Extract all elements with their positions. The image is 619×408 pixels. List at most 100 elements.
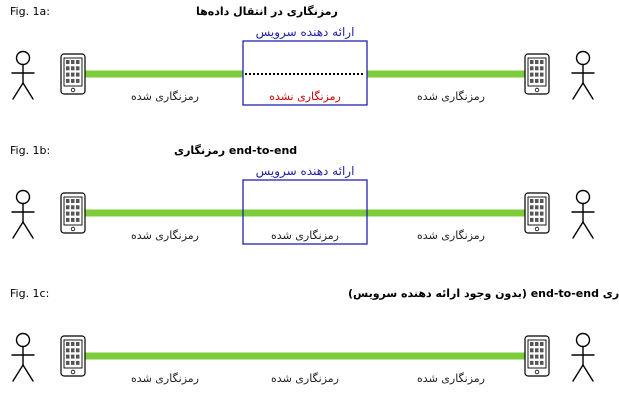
phone-app-tile bbox=[66, 78, 70, 83]
phone-app-tile bbox=[76, 354, 80, 359]
phone-app-tile bbox=[71, 78, 75, 83]
phone-app-tile bbox=[76, 211, 80, 216]
encrypted-segment-label: رمزنگاری شده bbox=[131, 372, 199, 385]
phone-app-tile bbox=[530, 217, 534, 222]
service-provider-label: ارائه دهنده سرویس bbox=[256, 25, 355, 40]
phone-app-tile bbox=[540, 60, 544, 64]
phone-app-tile bbox=[66, 60, 70, 64]
person-head bbox=[15, 189, 31, 205]
phone-app-tile bbox=[535, 66, 539, 71]
person-icon bbox=[11, 189, 35, 239]
person-head bbox=[15, 50, 31, 66]
figure-title: end-to-end رمزنگاری bbox=[174, 144, 297, 157]
phone-app-tile bbox=[76, 217, 80, 222]
phone-app-tile bbox=[540, 72, 544, 77]
encrypted-segment-label: رمزنگاری شده bbox=[131, 229, 199, 242]
encrypted-segment-label: رمزنگاری شده bbox=[271, 372, 339, 385]
person-leg-right bbox=[582, 221, 594, 239]
phone-icon bbox=[60, 53, 86, 95]
phone-app-tile bbox=[530, 211, 534, 216]
phone-app-tile bbox=[66, 354, 70, 359]
person-leg-left bbox=[572, 364, 584, 382]
person-leg-right bbox=[22, 221, 34, 239]
phone-app-tile bbox=[530, 60, 534, 64]
phone-app-tile bbox=[540, 342, 544, 346]
phone-app-tile bbox=[76, 60, 80, 64]
person-head bbox=[575, 50, 591, 66]
phone-app-tile bbox=[71, 66, 75, 71]
unencrypted-segment-label: رمزنگاری نشده bbox=[269, 90, 341, 103]
phone-app-tile bbox=[66, 360, 70, 365]
figure-title: رمزنگاری end-to-end (بدون وجود ارائه دهن… bbox=[348, 287, 619, 300]
phone-app-tile bbox=[71, 360, 75, 365]
phone-app-tile bbox=[540, 199, 544, 203]
figure-1c: Fig. 1c:رمزنگاری end-to-end (بدون وجود ا… bbox=[10, 287, 619, 385]
person-leg-left bbox=[572, 221, 584, 239]
phone-app-tile bbox=[535, 348, 539, 353]
phone-app-tile bbox=[535, 78, 539, 83]
phone-app-tile bbox=[71, 348, 75, 353]
phone-app-tile bbox=[76, 72, 80, 77]
phone-app-tile bbox=[535, 72, 539, 77]
phone-app-tile bbox=[66, 217, 70, 222]
phone-app-tile bbox=[76, 78, 80, 83]
phone-app-tile bbox=[71, 211, 75, 216]
person-head bbox=[15, 332, 31, 348]
phone-app-tile bbox=[540, 66, 544, 71]
figure-label: Fig. 1a: bbox=[10, 5, 50, 18]
phone-app-tile bbox=[76, 66, 80, 71]
phone-app-tile bbox=[71, 354, 75, 359]
phone-app-tile bbox=[530, 348, 534, 353]
phone-home-button bbox=[534, 87, 540, 93]
phone-icon bbox=[60, 335, 86, 377]
phone-app-tile bbox=[66, 66, 70, 71]
phone-home-button bbox=[70, 369, 76, 375]
encrypted-segment-label: رمزنگاری شده bbox=[271, 229, 339, 242]
phone-app-tile bbox=[71, 199, 75, 203]
person-leg-left bbox=[12, 221, 24, 239]
phone-app-tile bbox=[530, 66, 534, 71]
phone-app-tile bbox=[535, 360, 539, 365]
phone-app-tile bbox=[540, 217, 544, 222]
person-icon bbox=[571, 332, 595, 382]
phone-app-tile bbox=[76, 360, 80, 365]
person-head bbox=[575, 332, 591, 348]
service-provider-box bbox=[242, 179, 368, 245]
phone-app-tile bbox=[540, 360, 544, 365]
encrypted-segment-label: رمزنگاری شده bbox=[417, 90, 485, 103]
person-leg-right bbox=[582, 364, 594, 382]
phone-app-tile bbox=[530, 342, 534, 346]
person-icon bbox=[571, 189, 595, 239]
encrypted-segment-label: رمزنگاری شده bbox=[417, 372, 485, 385]
phone-app-tile bbox=[535, 217, 539, 222]
service-provider-label: ارائه دهنده سرویس bbox=[256, 164, 355, 179]
person-leg-left bbox=[12, 82, 24, 100]
phone-home-button bbox=[534, 369, 540, 375]
service-provider-box bbox=[242, 40, 368, 106]
phone-app-tile bbox=[66, 199, 70, 203]
phone-icon bbox=[60, 192, 86, 234]
phone-app-tile bbox=[66, 342, 70, 346]
phone-app-tile bbox=[71, 60, 75, 64]
person-head bbox=[575, 189, 591, 205]
phone-app-tile bbox=[540, 354, 544, 359]
phone-app-tile bbox=[71, 342, 75, 346]
phone-app-tile bbox=[71, 217, 75, 222]
figure-title: رمزنگاری در انتقال داده‌ها bbox=[196, 5, 338, 18]
person-icon bbox=[11, 332, 35, 382]
phone-app-tile bbox=[535, 60, 539, 64]
figure-1a: Fig. 1a: رمزنگاری در انتقال داده‌ها ارائه … bbox=[10, 5, 595, 106]
phone-app-tile bbox=[540, 78, 544, 83]
phone-app-tile bbox=[530, 78, 534, 83]
phone-app-tile bbox=[530, 72, 534, 77]
phone-app-tile bbox=[530, 354, 534, 359]
phone-app-tile bbox=[530, 205, 534, 210]
phone-app-tile bbox=[66, 72, 70, 77]
phone-app-tile bbox=[71, 205, 75, 210]
person-leg-right bbox=[22, 82, 34, 100]
encrypted-segment-label: رمزنگاری شده bbox=[131, 90, 199, 103]
phone-app-tile bbox=[535, 199, 539, 203]
person-leg-left bbox=[12, 364, 24, 382]
person-leg-right bbox=[22, 364, 34, 382]
